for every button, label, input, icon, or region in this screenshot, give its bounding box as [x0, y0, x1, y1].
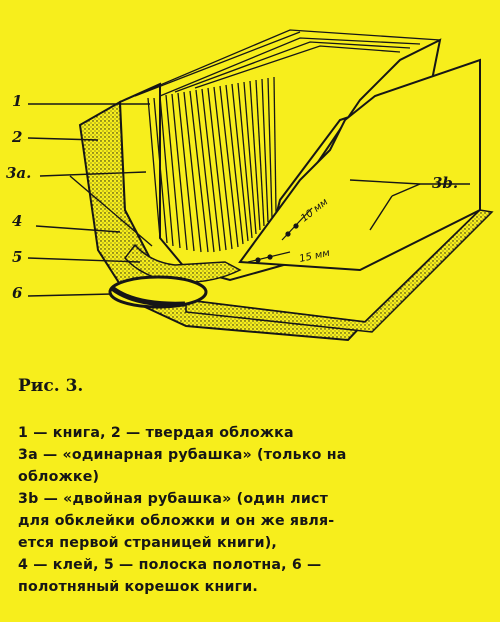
glue-layer [124, 243, 242, 284]
caption-line: 3b — «двойная рубашка» (один лист [18, 491, 329, 507]
label-3b: 3b. [432, 174, 458, 192]
caption-line: обложке) [18, 469, 100, 485]
figure-caption: 1 — книга, 2 — твердая обложка 3а — «оди… [18, 422, 490, 598]
book-block [119, 29, 441, 253]
label-2: 2 [11, 128, 22, 146]
caption-line: 4 — клей, 5 — полоска полотна, 6 — [18, 557, 322, 573]
figure-title: Рис. 3. [18, 376, 84, 396]
label-5: 5 [12, 248, 22, 266]
caption-line: 1 — книга, 2 — твердая обложка [18, 425, 294, 441]
label-3a: 3a. [6, 164, 31, 182]
caption-line: для обклейки обложки и он же явля- [18, 513, 335, 529]
caption-line: полотняный корешок книги. [18, 579, 258, 595]
cloth-strip [110, 285, 186, 307]
caption-line: ется первой страницей книги), [18, 535, 278, 551]
label-6: 6 [12, 284, 23, 302]
bottom-board [185, 209, 494, 333]
leader-lines [27, 103, 470, 297]
endpaper-sheet [238, 58, 481, 272]
label-1: 1 [12, 92, 22, 110]
label-4: 4 [12, 212, 22, 230]
dimension-arrows [247, 207, 313, 263]
book-binding-diagram: 1 2 3a. 4 5 6 3b. 10 мм 15 мм [6, 29, 494, 342]
caption-line: 3а — «одинарная рубашка» (только на [18, 447, 347, 463]
